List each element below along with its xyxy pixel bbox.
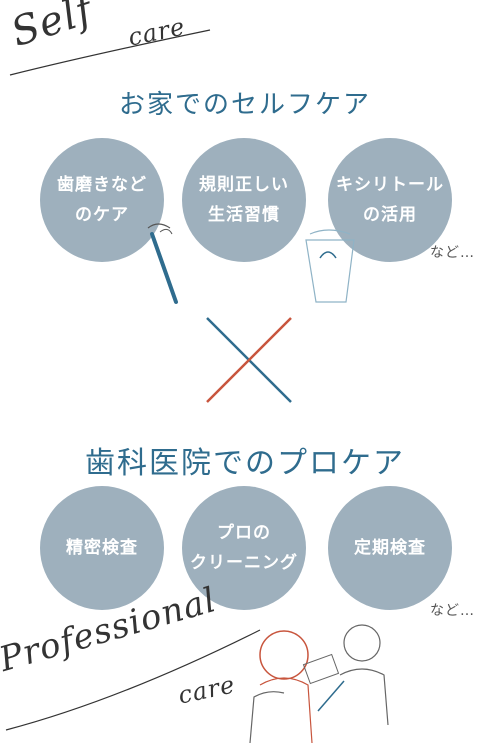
home-care-etc-text: など… xyxy=(430,245,475,261)
home-care-heading: お家でのセルフケア xyxy=(118,90,371,120)
cross-mark xyxy=(206,317,292,403)
home-care-item-xylitol: キシリトール の活用 xyxy=(328,138,452,262)
professional-underline xyxy=(5,629,261,731)
pro-care-item-cleaning: プロの クリーニング xyxy=(182,486,306,610)
cup-illustration-icon xyxy=(305,229,355,303)
pro-care-etc-text: など… xyxy=(430,603,475,619)
pro-care-item-exam: 精密検査 xyxy=(40,486,164,610)
home-care-item-lifestyle: 規則正しい 生活習慣 xyxy=(182,138,306,262)
toothbrush-illustration-icon xyxy=(147,223,178,304)
pro-care-item-checkup: 定期検査 xyxy=(328,486,452,610)
dentist-patient-illustration-icon xyxy=(249,624,389,743)
self-underline xyxy=(9,29,211,76)
pro-care-heading: 歯科医院でのプロケア xyxy=(85,446,405,481)
cross-line-red xyxy=(206,317,292,403)
home-care-item-brushing: 歯磨きなど のケア xyxy=(40,138,164,262)
